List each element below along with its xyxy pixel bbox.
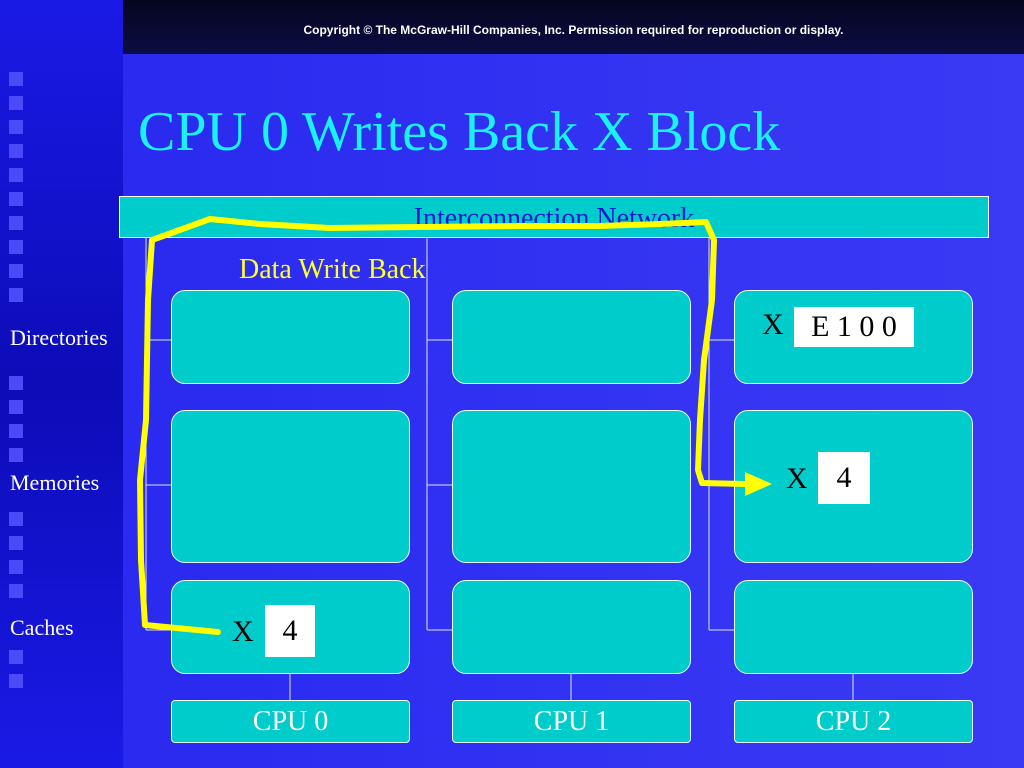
interconnection-network: Interconnection Network (119, 196, 989, 238)
data-write-back-label: Data Write Back (239, 254, 426, 285)
left-decorative-strip (0, 0, 123, 768)
cache-block-label: X (232, 615, 254, 648)
decorative-square (9, 674, 23, 688)
decorative-square (9, 288, 23, 302)
decorative-square (9, 192, 23, 206)
decorative-square (9, 144, 23, 158)
decorative-square (9, 560, 23, 574)
decorative-square (9, 400, 23, 414)
decorative-square (9, 512, 23, 526)
memory-cpu1 (452, 410, 691, 563)
memory-cpu0 (171, 410, 410, 563)
memories-label: Memories (10, 470, 100, 495)
decorative-square (9, 240, 23, 254)
directories-label: Directories (10, 325, 108, 350)
decorative-square (9, 650, 23, 664)
cache-cpu2 (734, 580, 973, 674)
directory-block-label: X (762, 308, 784, 341)
cpu-2: CPU 2 (734, 700, 973, 743)
directory-cpu1 (452, 290, 691, 384)
decorative-square (9, 448, 23, 462)
top-bar (123, 0, 1024, 54)
decorative-square (9, 120, 23, 134)
slide-title: CPU 0 Writes Back X Block (138, 101, 781, 163)
cache-cpu1 (452, 580, 691, 674)
directory-cpu0 (171, 290, 410, 384)
decorative-square (9, 168, 23, 182)
caches-label: Caches (10, 615, 74, 640)
decorative-square (9, 536, 23, 550)
decorative-square (9, 376, 23, 390)
cpu-0: CPU 0 (171, 700, 410, 743)
directory-entry-value: E 1 0 0 (794, 307, 914, 347)
cache-entry-value: 4 (265, 605, 315, 657)
copyright-notice: Copyright © The McGraw-Hill Companies, I… (303, 23, 844, 37)
decorative-square (9, 72, 23, 86)
decorative-square (9, 584, 23, 598)
decorative-square (9, 424, 23, 438)
memory-block-label: X (786, 462, 808, 495)
memory-entry-value: 4 (818, 452, 870, 504)
decorative-square (9, 216, 23, 230)
decorative-square (9, 264, 23, 278)
cpu-1: CPU 1 (452, 700, 691, 743)
decorative-square (9, 96, 23, 110)
